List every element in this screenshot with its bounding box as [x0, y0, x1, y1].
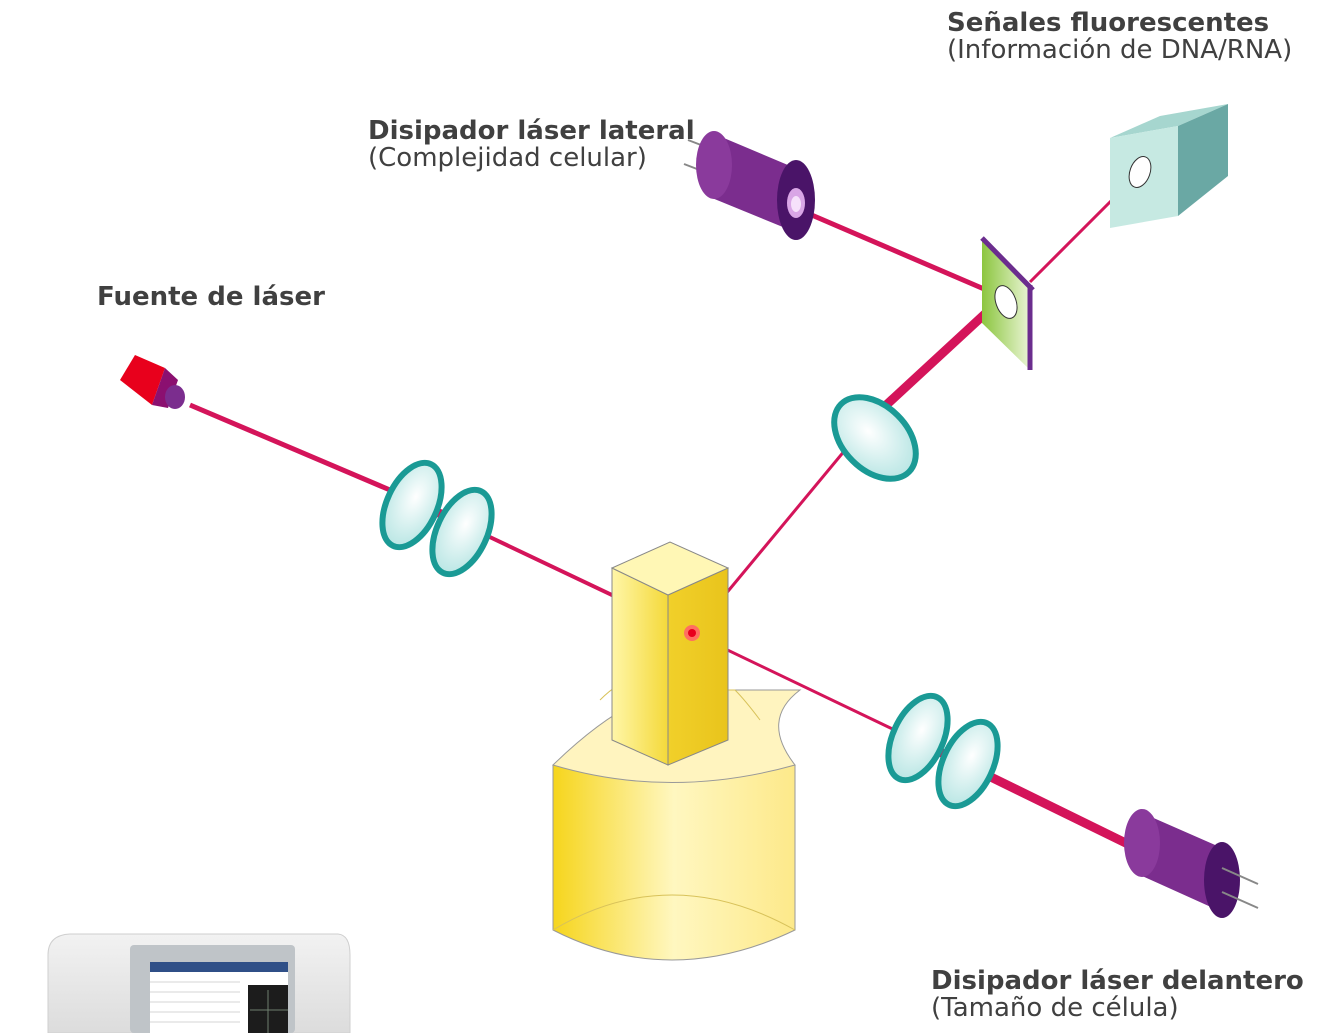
- dichroic-filter-icon: [980, 236, 1035, 370]
- flow-cell-icon: [552, 541, 802, 961]
- laser-source-label: Fuente de láser: [97, 282, 325, 312]
- cell-particle: [684, 625, 700, 641]
- photodetector-icon: [1110, 104, 1228, 228]
- fluorescent-signals-subtitle: (Información de DNA/RNA): [947, 35, 1293, 66]
- forward-scatter-label: Disipador láser delantero (Tamaño de cél…: [931, 966, 1304, 1024]
- side-scatter-title: Disipador láser lateral: [368, 116, 695, 146]
- side-beam-thick: [866, 296, 1004, 424]
- forward-scatter-title: Disipador láser delantero: [931, 966, 1304, 996]
- lens-icon: [831, 394, 919, 482]
- photodetector-icon: [1124, 809, 1259, 918]
- photodetector-icon: [683, 131, 815, 240]
- laser-source-title: Fuente de láser: [97, 282, 325, 312]
- fluorescent-signals-label: Señales fluorescentes (Información de DN…: [947, 8, 1293, 66]
- reflected-beam: [799, 207, 1006, 301]
- lens-icon: [885, 692, 1001, 810]
- laser-emitter-icon: [120, 355, 185, 409]
- analyzer-device-icon: [47, 933, 351, 1033]
- side-scatter-subtitle: (Complejidad celular): [368, 143, 647, 174]
- incident-beam-thin: [189, 402, 391, 493]
- lens-icon: [379, 459, 495, 578]
- fluorescent-signals-title: Señales fluorescentes: [947, 8, 1270, 38]
- forward-scatter-subtitle: (Tamaño de célula): [931, 993, 1179, 1024]
- side-scatter-label: Disipador láser lateral (Complejidad cel…: [368, 116, 695, 174]
